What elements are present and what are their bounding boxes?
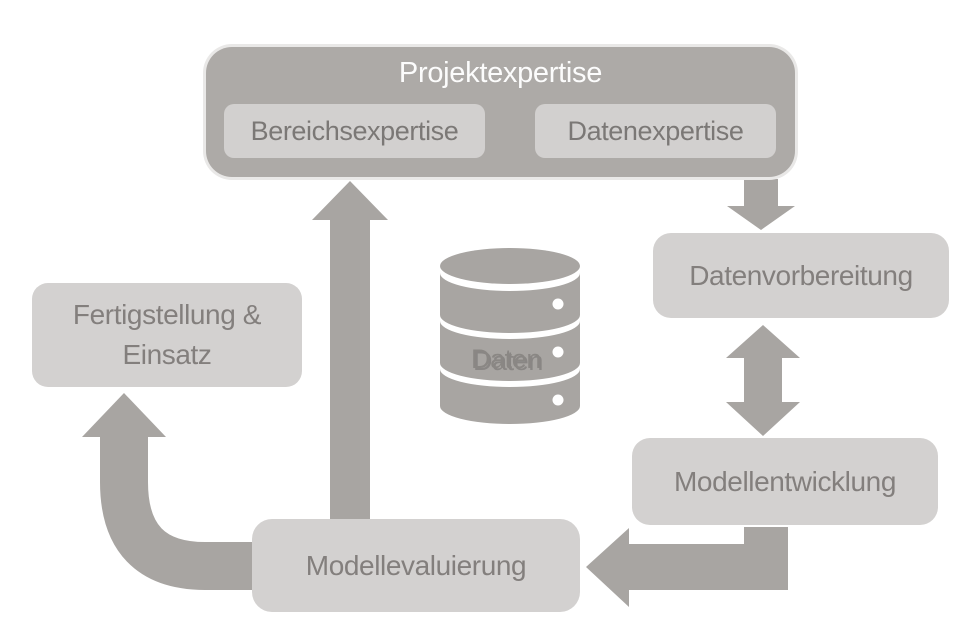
arrow-modellevaluierung-to-projektexpertise <box>312 181 388 519</box>
modellevaluierung-box: Modellevaluierung <box>252 519 580 612</box>
bereichsexpertise-box: Bereichsexpertise <box>224 104 485 158</box>
arrow-datenvorbereitung-modellentwicklung-bidirectional <box>726 325 800 436</box>
datenexpertise-box: Datenexpertise <box>535 104 776 158</box>
projektexpertise-label: Projektexpertise <box>398 57 603 89</box>
fertigstellung-einsatz-box: Fertigstellung & Einsatz <box>32 283 302 387</box>
database-dot-bottom <box>552 394 564 406</box>
database-label: Daten <box>471 344 541 374</box>
fertigstellung-label-line1: Fertigstellung & <box>72 299 262 330</box>
bereichsexpertise-label: Bereichsexpertise <box>250 115 459 146</box>
database-label-shadow: Daten <box>473 346 543 376</box>
modellentwicklung-box: Modellentwicklung <box>632 438 938 525</box>
arrow-modellevaluierung-to-fertigstellung <box>82 393 254 590</box>
datenvorbereitung-box: Datenvorbereitung <box>653 233 949 318</box>
database-dot-top <box>552 298 564 310</box>
datenvorbereitung-label: Datenvorbereitung <box>689 259 913 291</box>
database-icon: Daten Daten <box>440 248 580 424</box>
fertigstellung-label-line2: Einsatz <box>122 339 212 370</box>
datenexpertise-label: Datenexpertise <box>567 115 744 146</box>
modellentwicklung-label: Modellentwicklung <box>674 465 896 497</box>
arrow-projektexpertise-to-datenvorbereitung <box>727 179 795 230</box>
database-dot-middle <box>552 346 564 358</box>
arrow-modellentwicklung-to-modellevaluierung <box>586 527 788 607</box>
modellevaluierung-label: Modellevaluierung <box>305 549 527 581</box>
